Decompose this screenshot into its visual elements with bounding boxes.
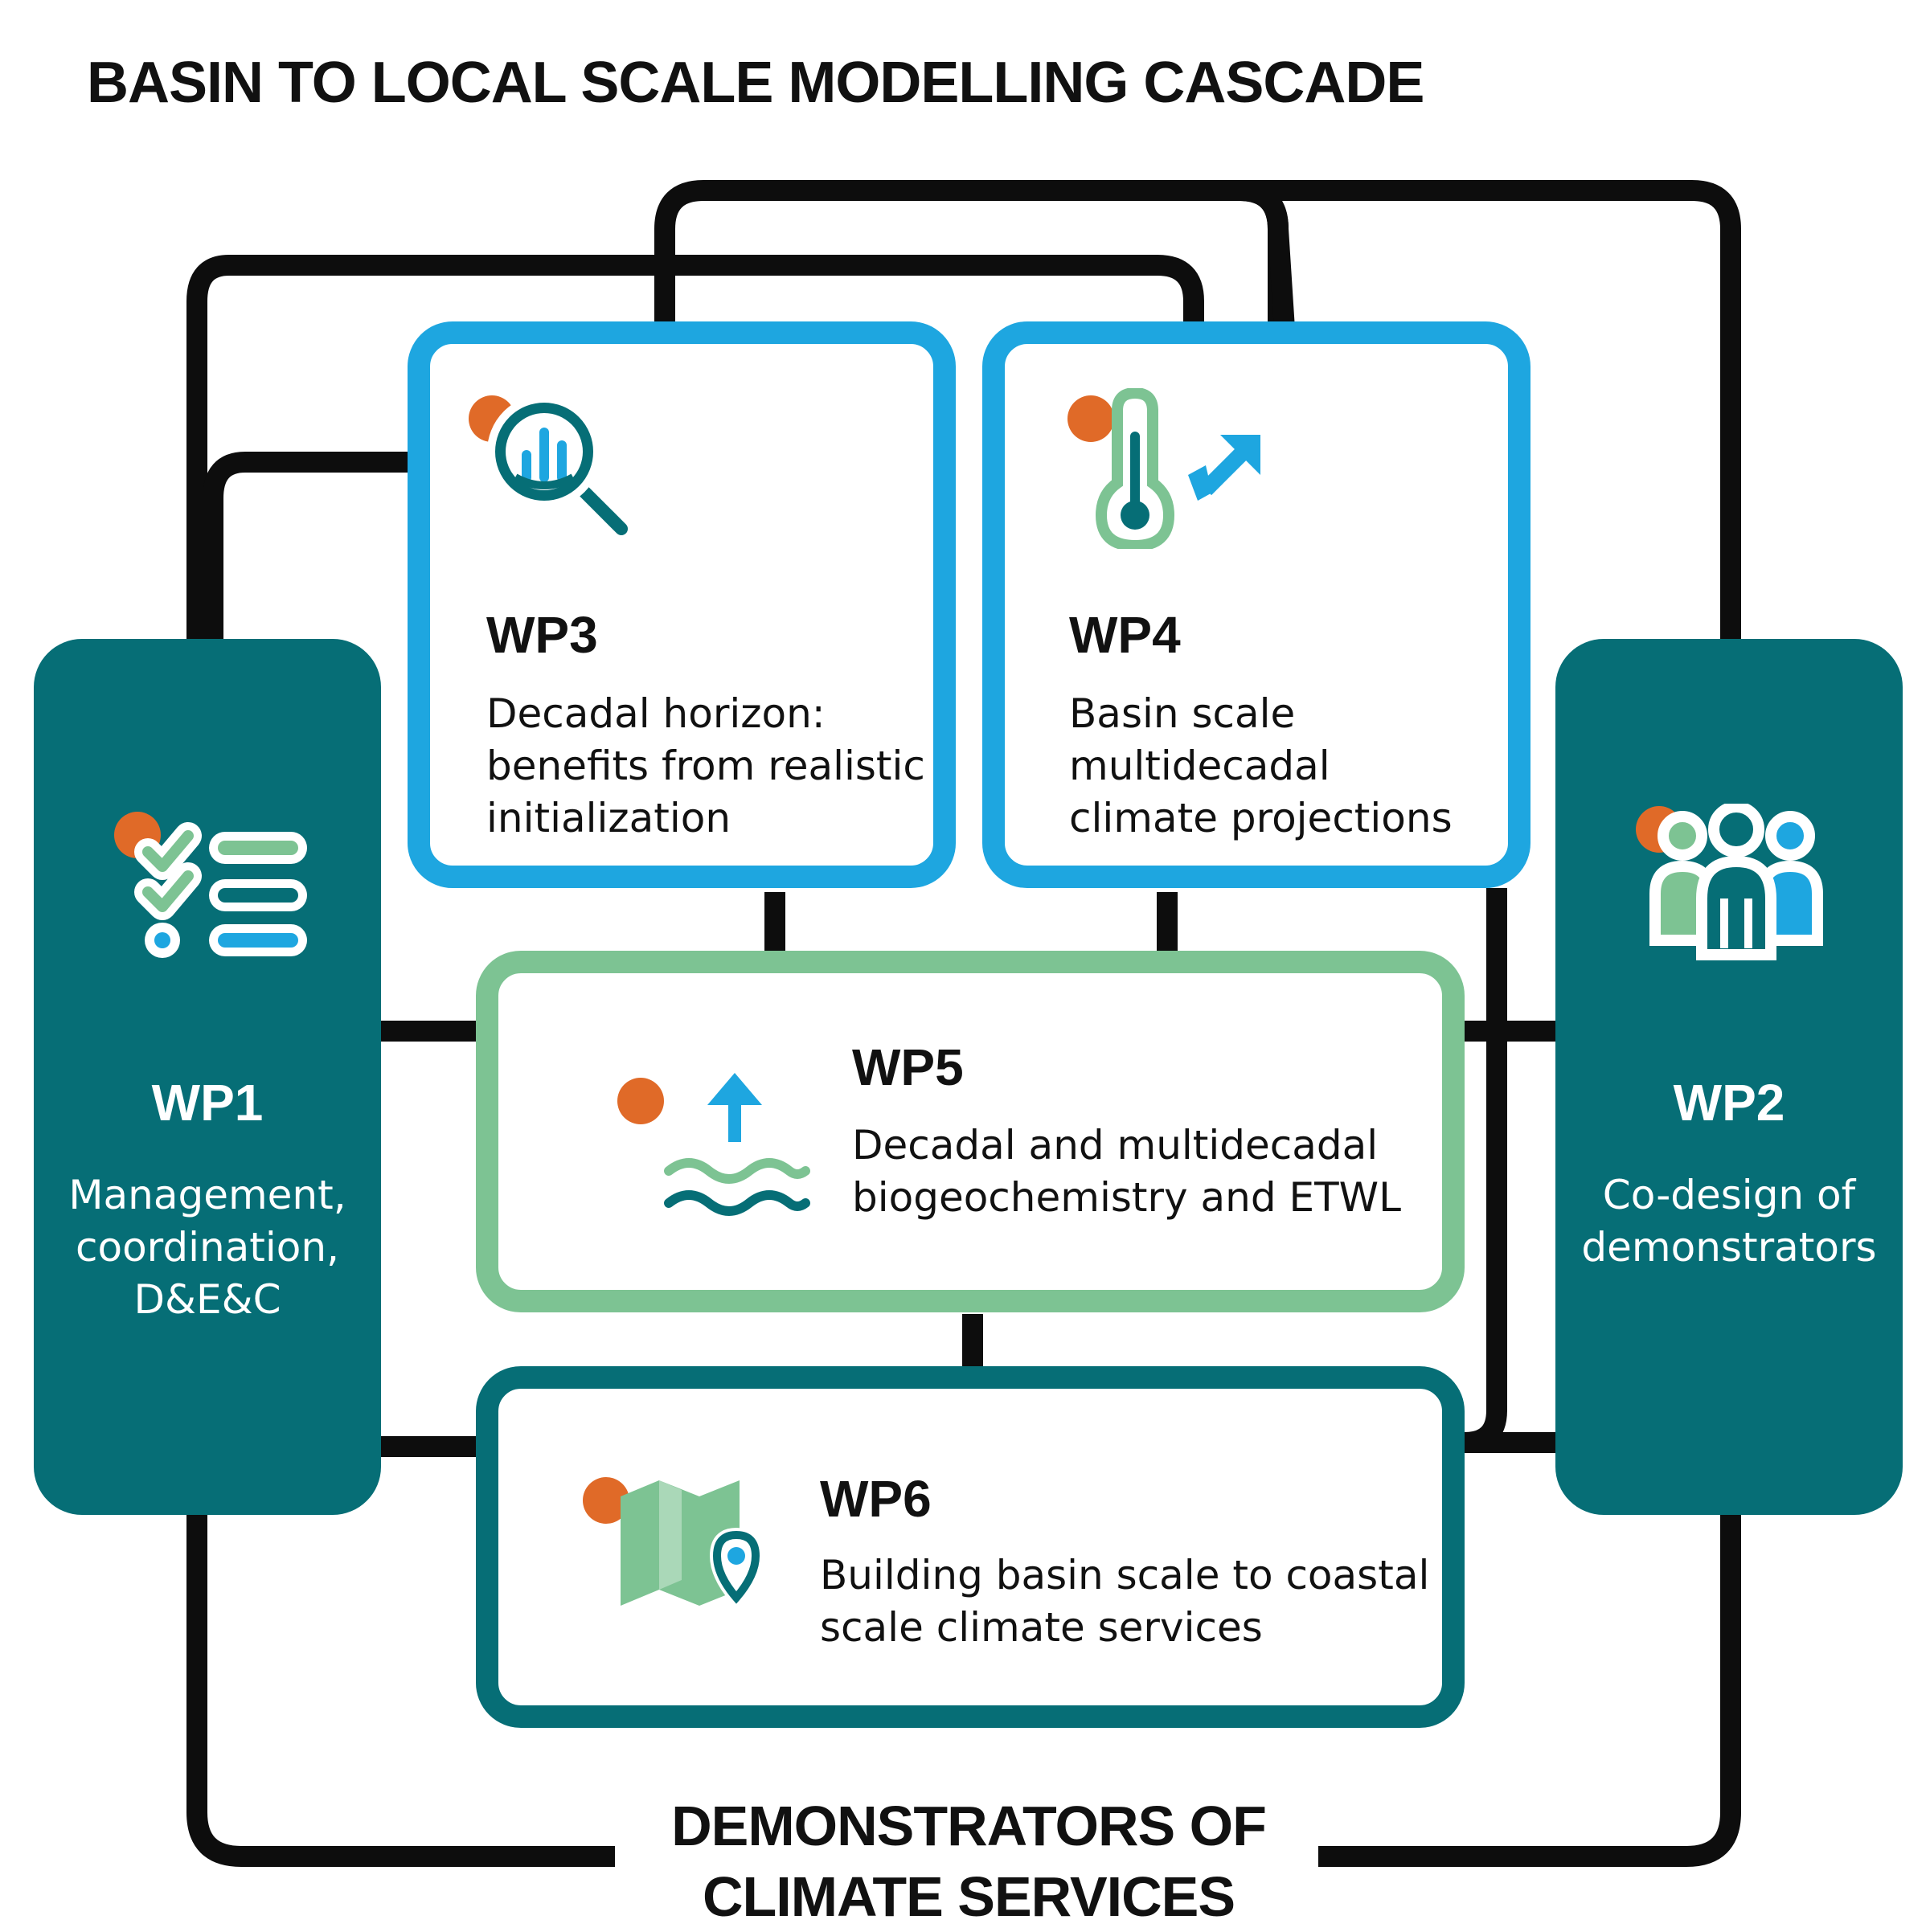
wp5-box: WP5 Decadal and multidecadal biogeochemi… [476,951,1465,1312]
magnifier-chart-icon [487,395,628,535]
wp2-desc-line: demonstrators [1581,1224,1877,1271]
wp2-code: WP2 [1673,1074,1785,1132]
rising-water-icon [664,1073,810,1216]
bottom-caption: DEMONSTRATORS OF CLIMATE SERVICES [611,1791,1326,1932]
wp2-description: Co-design of demonstrators [1555,1169,1903,1274]
wp2-desc-line: Co-design of [1602,1172,1856,1218]
wp4-code: WP4 [1069,606,1181,664]
wp4-desc-line: climate projections [1069,795,1453,841]
wp1-description: Management, coordination, D&E&C [34,1169,381,1326]
wp1-code: WP1 [151,1074,264,1132]
wp1-desc-line: D&E&C [133,1276,281,1323]
bottom-caption-line2: CLIMATE SERVICES [702,1865,1235,1928]
wp3-description: Decadal horizon: benefits from realistic… [486,688,925,845]
wp6-description: Building basin scale to coastal scale cl… [820,1549,1429,1654]
wp6-code: WP6 [820,1470,932,1528]
wp5-code: WP5 [852,1038,964,1096]
wp3-box: WP3 Decadal horizon: benefits from reali… [408,321,956,888]
wp1-box: WP1 Management, coordination, D&E&C [34,639,381,1515]
diagram-title: BASIN TO LOCAL SCALE MODELLING CASCADE [87,51,1424,115]
orange-dot-wp5 [617,1078,664,1124]
wp3-desc-line: benefits from realistic [486,743,925,789]
wp6-desc-line: Building basin scale to coastal [820,1552,1430,1598]
map-pin-icon [621,1480,764,1609]
arrow-top-to-wp2 [1238,180,1741,659]
people-group-icon [1649,804,1823,960]
wp2-box: WP2 Co-design of demonstrators [1555,639,1903,1515]
bottom-caption-line1: DEMONSTRATORS OF [671,1795,1267,1857]
wp1-desc-line: coordination, [76,1224,339,1271]
orange-dot-wp4 [1067,395,1114,442]
wp4-desc-line: multidecadal [1069,743,1330,789]
arrow-wp3-to-wp1-inner [203,452,408,659]
wp6-desc-line: scale climate services [820,1604,1263,1651]
arrow-bottom-to-wp1 [186,1503,615,1867]
wp1-desc-line: Management, [68,1172,346,1218]
wp3-desc-line: Decadal horizon: [486,690,826,737]
arrow-wp3-to-wp1-outer [186,255,1204,651]
wp5-desc-line: biogeochemistry and ETWL [852,1174,1401,1221]
wp5-desc-line: Decadal and multidecadal [852,1122,1379,1169]
arrow-bottom-to-wp2 [1318,1503,1741,1867]
wp6-box: WP6 Building basin scale to coastal scal… [476,1366,1465,1728]
checklist-icon [134,822,307,958]
wp4-description: Basin scale multidecadal climate project… [1069,688,1453,845]
thermometer-rising-icon [1095,388,1260,549]
wp3-code: WP3 [486,606,598,664]
wp5-description: Decadal and multidecadal biogeochemistry… [852,1119,1401,1224]
wp4-box: WP4 Basin scale multidecadal climate pro… [982,321,1530,888]
wp4-desc-line: Basin scale [1069,690,1296,737]
wp3-desc-line: initialization [486,795,731,841]
